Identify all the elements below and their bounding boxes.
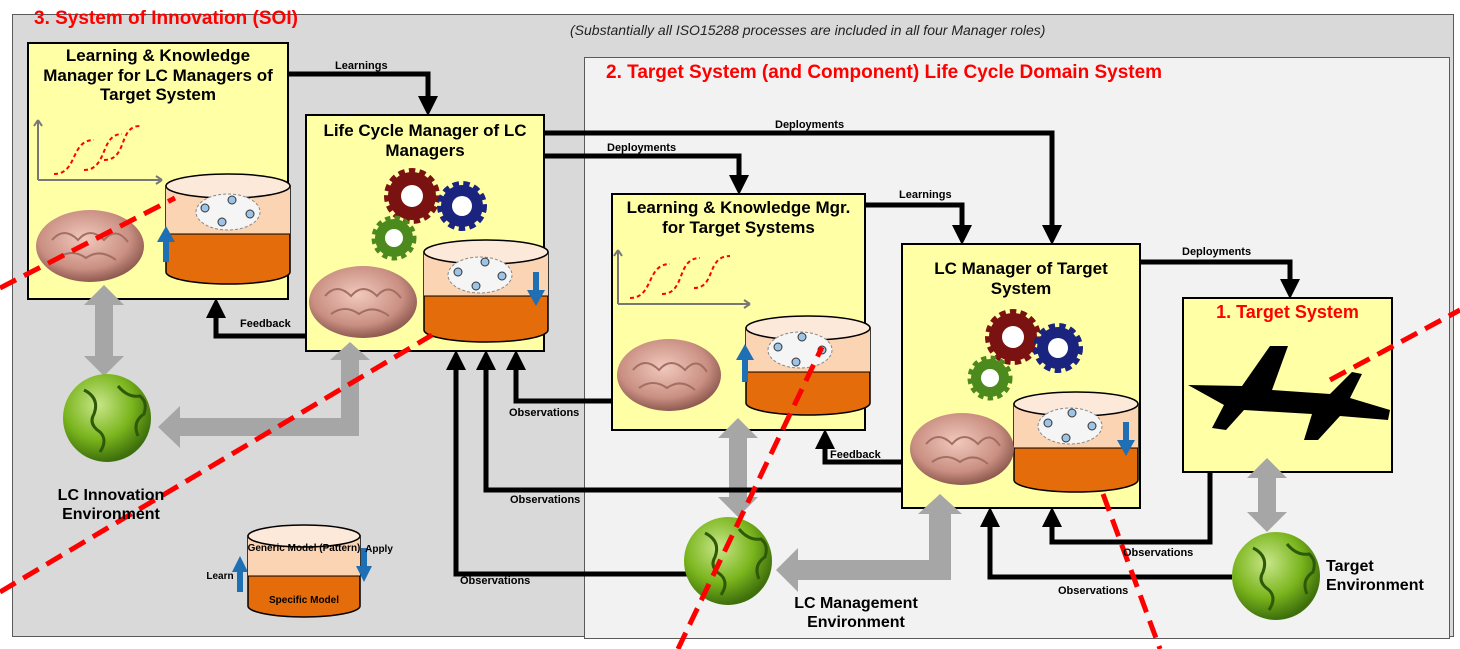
brain-icon: [36, 210, 144, 282]
flow-arrows: [206, 71, 1300, 580]
brain-icon: [617, 339, 721, 411]
red-dashed-lines: [0, 195, 1460, 649]
brain-icon: [910, 413, 1014, 485]
airplane-icon: [1188, 346, 1390, 440]
brain-icon: [309, 266, 417, 338]
lc-manager-of-lc-managers-title: Life Cycle Manager of LC Managers: [323, 121, 527, 160]
gears-icon: [967, 309, 1083, 401]
model-cylinder-4: [1013, 391, 1139, 493]
legend-generic-model: Generic Model (Pattern): [248, 543, 361, 554]
lc-management-environment-label: LC Management Environment: [794, 595, 918, 632]
legend-learn: Learn: [206, 571, 233, 582]
label-observations-2: Observations: [510, 494, 580, 506]
label-deployments-1: Deployments: [775, 119, 844, 131]
model-cylinder-3: [736, 315, 871, 416]
legend-specific-model: Specific Model: [269, 595, 339, 606]
model-cylinder-2: [423, 239, 549, 343]
label-observations-1: Observations: [509, 407, 579, 419]
globe-icon: [63, 374, 151, 462]
label-deployments-3: Deployments: [1182, 246, 1251, 258]
label-observations-5: Observations: [1058, 585, 1128, 597]
legend-apply: Apply: [365, 544, 393, 555]
target-domain-title: 2. Target System (and Component) Life Cy…: [606, 62, 1163, 83]
lk-manager-target-title: Learning & Knowledge Mgr. for Target Sys…: [626, 198, 851, 237]
gears-icon: [371, 168, 487, 261]
globe-icon: [684, 517, 772, 605]
learning-chart-2: [613, 249, 751, 309]
legend-cylinder: [232, 524, 372, 618]
target-system-title: 1. Target System: [1216, 302, 1359, 322]
label-learnings-1: Learnings: [335, 60, 388, 72]
flow-labels: Learnings Deployments Deployments Learni…: [240, 60, 1251, 597]
label-feedback-2: Feedback: [830, 449, 882, 461]
globe-icon: [1232, 532, 1320, 620]
target-environment-label: Target Environment: [1326, 558, 1424, 595]
target-system-box: [1182, 297, 1393, 473]
label-learnings-2: Learnings: [899, 189, 952, 201]
learning-chart-1: [33, 119, 163, 185]
label-feedback-1: Feedback: [240, 318, 292, 330]
gray-arrows: [84, 285, 1287, 592]
lk-manager-lc-title: Learning & Knowledge Manager for LC Mana…: [43, 46, 273, 105]
label-observations-4: Observations: [460, 575, 530, 587]
soi-note: (Substantially all ISO15288 processes ar…: [570, 22, 1046, 38]
model-cylinder-1: [157, 173, 291, 285]
legend-labels: Generic Model (Pattern) Specific Model L…: [206, 543, 393, 606]
label-deployments-2: Deployments: [607, 142, 676, 154]
lc-innovation-environment-label: LC Innovation Environment: [57, 487, 165, 524]
soi-title: 3. System of Innovation (SOI): [34, 8, 298, 29]
lc-manager-target-title: LC Manager of Target System: [934, 259, 1108, 298]
label-observations-3: Observations: [1123, 547, 1193, 559]
